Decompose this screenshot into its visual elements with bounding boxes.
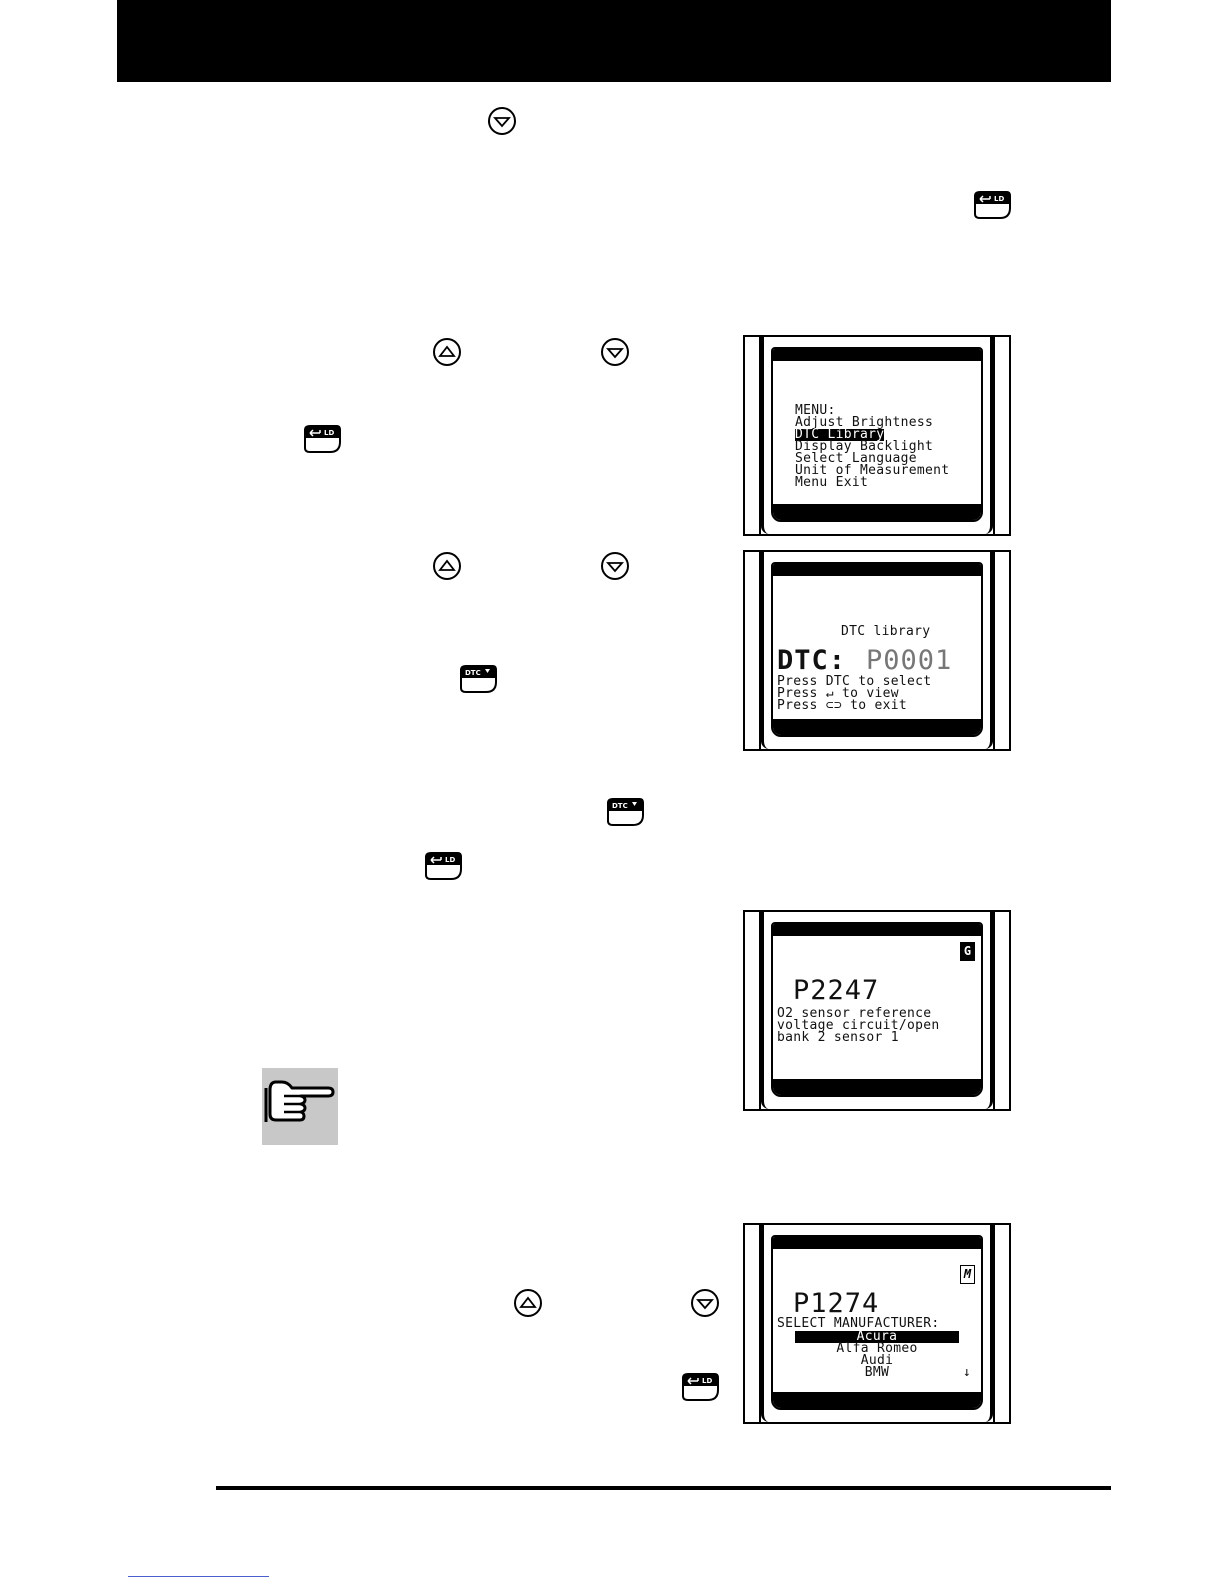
manufacturer-option: Alfa Romeo (836, 1341, 918, 1356)
menu-item: Display Backlight (795, 439, 934, 454)
device-screen-menu: MENU: Adjust Brightness DTC Library Disp… (743, 335, 1011, 536)
device-screen-dtc-library: DTC library DTC: P0001 Press DTC to sele… (743, 550, 1011, 751)
up-arrow-icon (513, 1288, 543, 1318)
down-arrow-icon (690, 1288, 720, 1318)
up-arrow-icon (432, 551, 462, 581)
menu-item: Menu Exit (795, 475, 869, 490)
dtc-description: bank 2 sensor 1 (777, 1030, 899, 1045)
up-arrow-icon (432, 337, 462, 367)
header-bar (117, 0, 1111, 82)
scroll-down-arrow-icon: ↓ (962, 1365, 971, 1380)
menu-title: MENU: (795, 403, 836, 418)
dtc-instruction: Press ↵ to view (777, 686, 899, 701)
device-screen-manufacturer-code: M P1274 SELECT MANUFACTURER: Acura Alfa … (743, 1223, 1011, 1424)
dtc-description: voltage circuit/open (777, 1018, 940, 1033)
dtc-button-icon: DTC (605, 797, 645, 829)
svg-text:LD: LD (702, 1377, 712, 1385)
device-screen-generic-code: G P2247 O2 sensor reference voltage circ… (743, 910, 1011, 1111)
down-arrow-icon (600, 337, 630, 367)
dtc-code: P1274 (793, 1288, 880, 1319)
menu-item: Select Language (795, 451, 917, 466)
svg-text:LD: LD (445, 856, 455, 864)
dtc-description: O2 sensor reference (777, 1006, 932, 1021)
dtc-button-icon: DTC (458, 664, 498, 696)
enter-ld-button-icon: LD (302, 424, 342, 456)
manufacturer-option: Audi (860, 1353, 894, 1368)
menu-item-selected: DTC Library (795, 427, 885, 442)
dtc-value: P0001 (866, 645, 953, 676)
down-arrow-icon (600, 551, 630, 581)
down-arrow-icon (487, 106, 517, 136)
generic-badge: G (960, 942, 975, 961)
enter-ld-button-icon: LD (423, 851, 463, 883)
dtc-instruction: Press ⊂⊃ to exit (777, 698, 908, 713)
dtc-instruction: Press DTC to select (777, 674, 932, 689)
svg-text:LD: LD (324, 429, 334, 437)
manufacturer-option-selected: Acura (795, 1330, 959, 1343)
enter-ld-button-icon: LD (972, 190, 1012, 222)
manufacturer-badge: M (960, 1265, 975, 1284)
enter-ld-button-icon: LD (680, 1372, 720, 1404)
footer-rule (216, 1486, 1111, 1490)
menu-item: Adjust Brightness (795, 415, 934, 430)
pointing-hand-icon (262, 1068, 338, 1145)
dtc-label: DTC: (777, 645, 847, 676)
menu-item: Unit of Measurement (795, 463, 950, 478)
dtc-library-heading: DTC library (841, 624, 931, 639)
manufacturer-option: BMW (864, 1365, 890, 1380)
dtc-code: P2247 (793, 975, 880, 1006)
select-manufacturer-prompt: SELECT MANUFACTURER: (777, 1316, 940, 1331)
svg-text:DTC: DTC (612, 802, 628, 810)
svg-text:DTC: DTC (465, 669, 481, 677)
footer-link-underline (128, 1576, 269, 1577)
svg-text:LD: LD (994, 195, 1004, 203)
